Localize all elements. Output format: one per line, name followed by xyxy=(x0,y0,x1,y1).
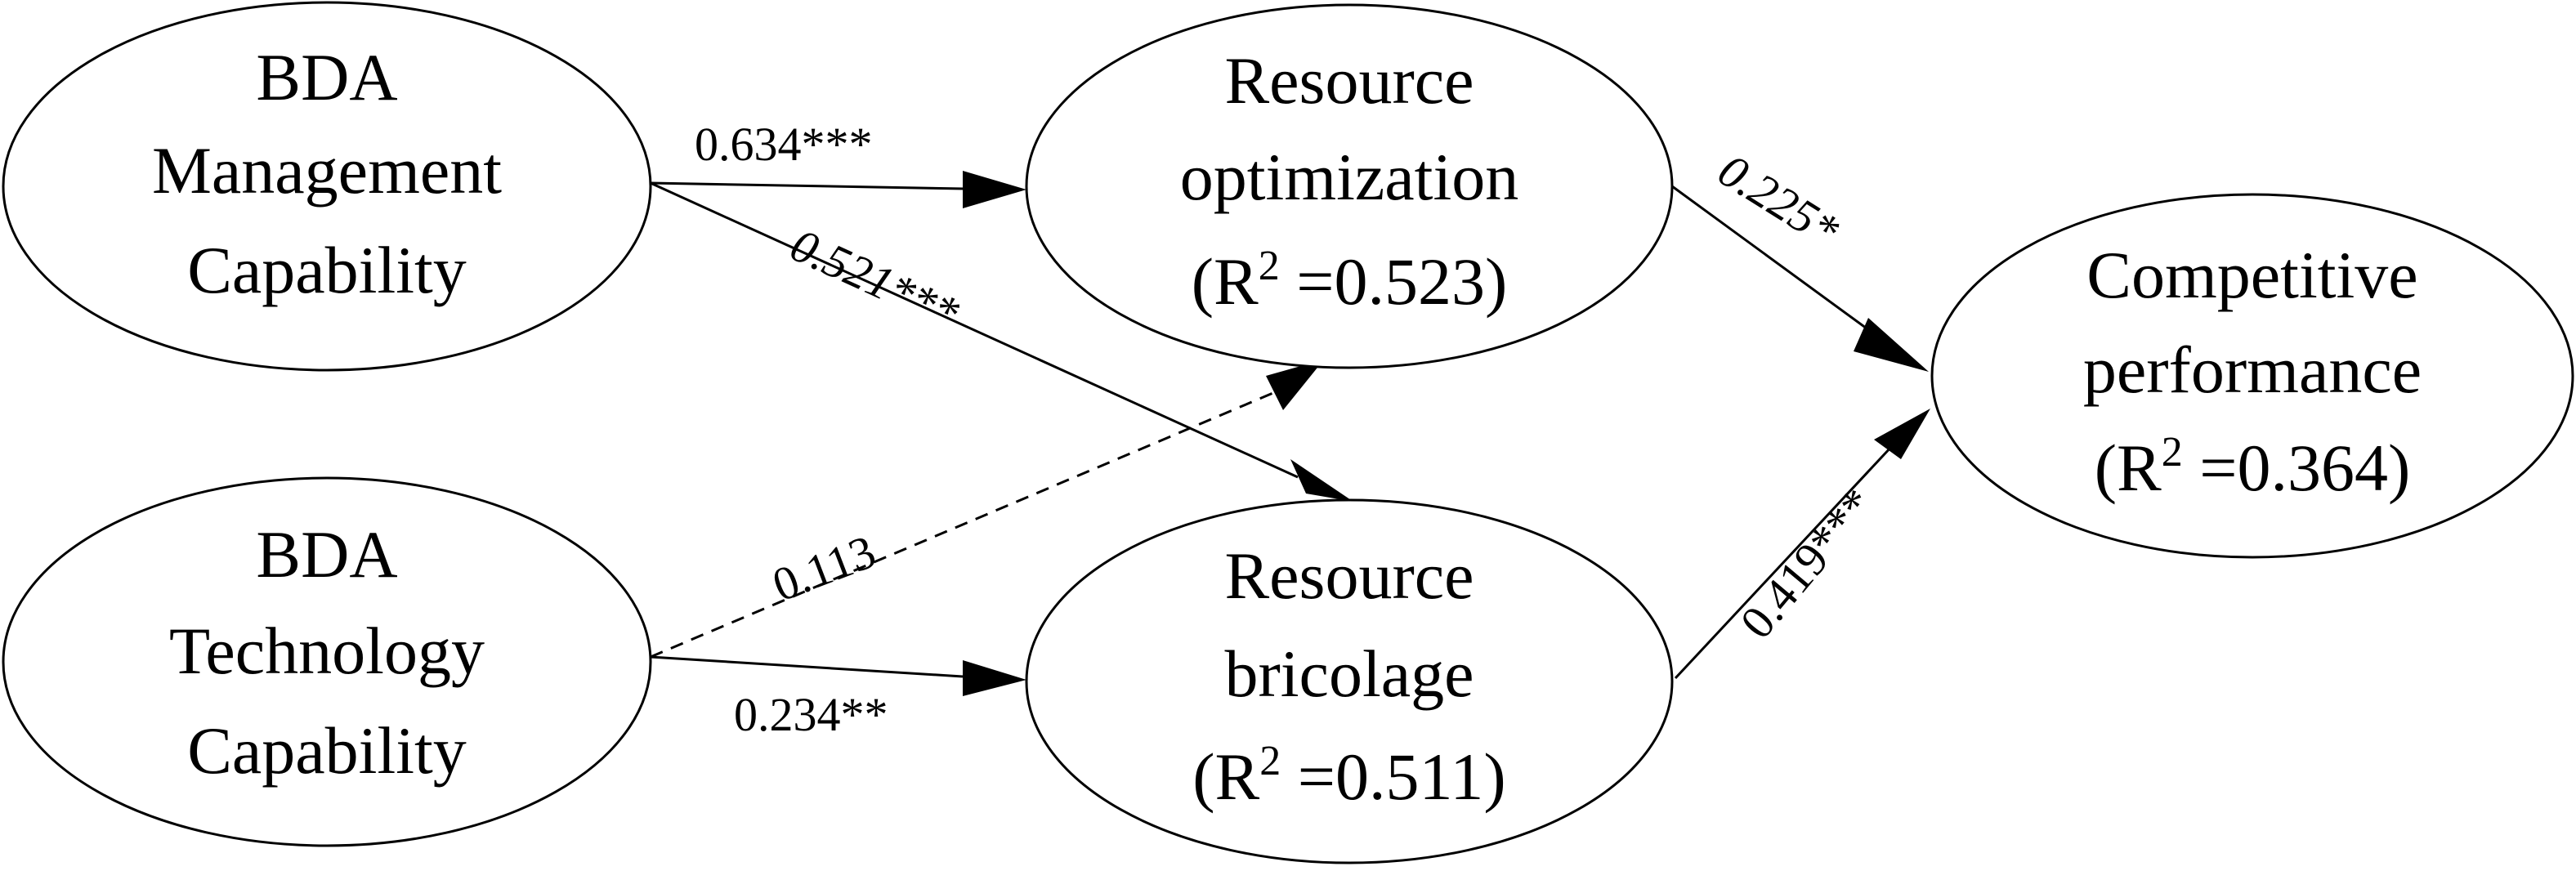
node-label-line: Capability xyxy=(187,713,467,788)
node-label-line: Resource xyxy=(1224,43,1474,118)
r-squared-label: (R2 =0.364) xyxy=(2095,429,2411,505)
edge-bricolage-to-performance xyxy=(1674,409,1930,680)
coef-optimization-to-performance: 0.225* xyxy=(1710,143,1849,257)
node-label-line: optimization xyxy=(1180,140,1518,214)
node-label-line: Technology xyxy=(169,614,485,688)
edge-tech-to-optimization xyxy=(650,360,1324,659)
coef-mgmt-to-bricolage: 0.521*** xyxy=(783,218,967,340)
node-label-line: bricolage xyxy=(1224,636,1474,711)
coef-tech-to-bricolage: 0.234** xyxy=(734,688,888,741)
node-label-line: BDA xyxy=(256,517,397,592)
node-resource-optimization: Resource optimization (R2 =0.523) xyxy=(1025,3,1674,369)
edge-mgmt-to-optimization xyxy=(650,171,1026,208)
r-squared-label: (R2 =0.511) xyxy=(1192,738,1506,814)
edge-tech-to-bricolage xyxy=(650,655,1026,696)
coef-tech-to-optimization: 0.113 xyxy=(766,525,883,612)
coef-mgmt-to-optimization: 0.634*** xyxy=(695,118,873,171)
node-label-line: BDA xyxy=(256,40,397,114)
node-label-line: Capability xyxy=(187,233,467,307)
node-competitive-performance: Competitive performance (R2 =0.364) xyxy=(1930,193,2574,559)
node-label-line: Management xyxy=(152,133,502,208)
node-label-line: performance xyxy=(2083,333,2422,407)
r-squared-label: (R2 =0.523) xyxy=(1192,243,1508,319)
node-resource-bricolage: Resource bricolage (R2 =0.511) xyxy=(1025,498,1674,864)
node-label-line: Competitive xyxy=(2086,238,2417,312)
node-bda-technology-capability: BDA Technology Capability xyxy=(2,476,652,847)
node-bda-management-capability: BDA Management Capability xyxy=(2,1,652,372)
edge-optimization-to-performance xyxy=(1671,185,1929,372)
node-label-line: Resource xyxy=(1224,538,1474,613)
coef-bricolage-to-performance: 0.419*** xyxy=(1729,478,1885,648)
